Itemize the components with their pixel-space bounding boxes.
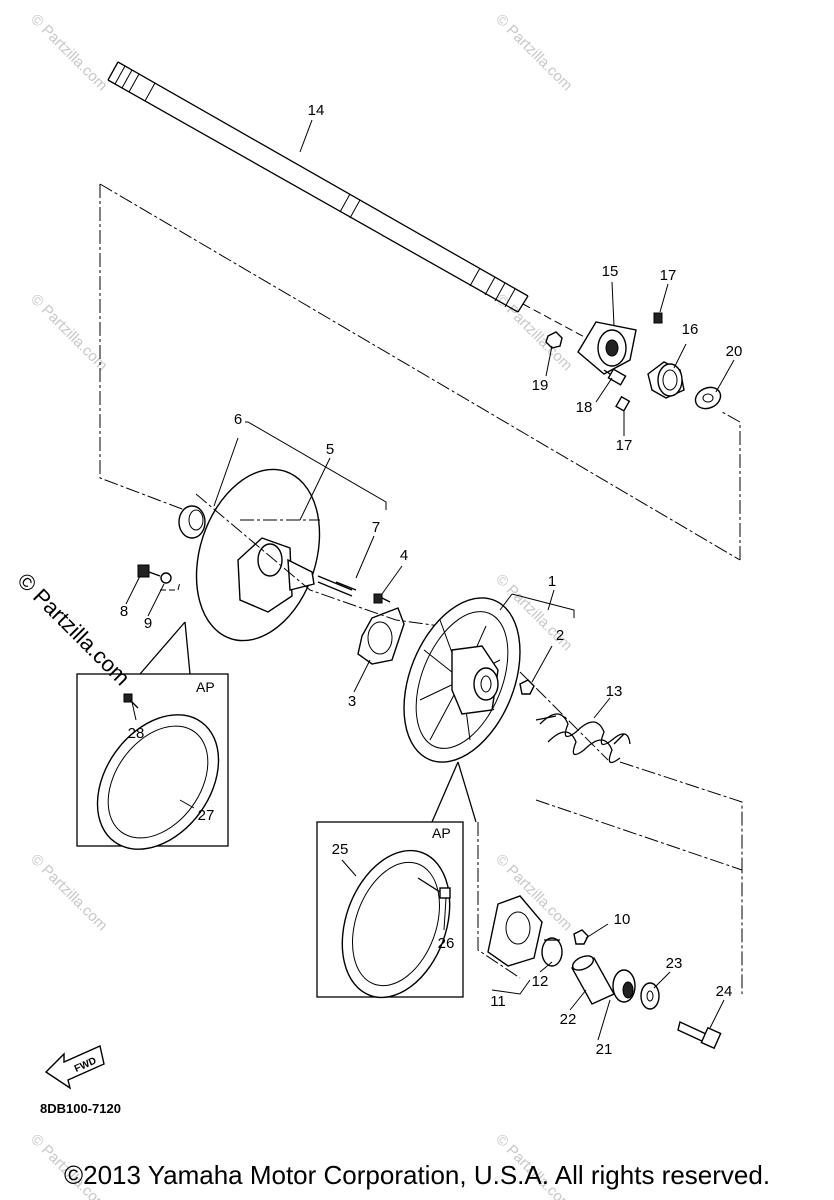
callout-17: 17 — [660, 267, 677, 284]
bolt-part-18 — [603, 368, 627, 386]
callout-2: 2 — [556, 627, 564, 644]
flange-part-15 — [577, 321, 637, 375]
callout-5: 5 — [326, 441, 334, 458]
bolt-part-8 — [137, 564, 161, 578]
screw-part-2 — [519, 679, 535, 695]
callout-24: 24 — [716, 983, 733, 1000]
cap-part-11 — [487, 895, 543, 967]
washer-part-20 — [694, 386, 722, 410]
callout-26: 26 — [438, 935, 455, 952]
washer-part-9 — [160, 572, 172, 584]
callout-28: 28 — [128, 725, 145, 742]
ap-label: AP — [432, 825, 451, 841]
plate-part-3 — [357, 607, 405, 665]
bearing-part-16 — [647, 361, 685, 399]
assembly-line — [519, 671, 609, 761]
nut-part-17-lower — [615, 395, 631, 412]
bolt-part-24 — [677, 1021, 722, 1050]
callout-19: 19 — [532, 377, 549, 394]
watermark: © Partzilla.com — [27, 851, 110, 934]
callout-13: 13 — [606, 683, 623, 700]
shaft-part-14 — [107, 61, 591, 341]
assembly-frame-lower — [477, 822, 521, 979]
ap-box-left: AP — [76, 621, 229, 850]
callout-23: 23 — [666, 955, 683, 972]
assembly-line — [160, 581, 181, 591]
callout-14: 14 — [308, 102, 325, 119]
callout-7: 7 — [372, 519, 380, 536]
callout-10: 10 — [614, 911, 631, 928]
nut-part-10 — [573, 929, 589, 945]
callout-21: 21 — [596, 1041, 613, 1058]
callout-9: 9 — [144, 615, 152, 632]
watermark-large: © Partzilla.com — [12, 568, 135, 691]
fwd-arrow-icon: FWD — [44, 1045, 105, 1090]
callout-15: 15 — [602, 263, 619, 280]
watermark: © Partzilla.com — [27, 291, 110, 374]
callout-12: 12 — [532, 973, 549, 990]
washer-part-23 — [640, 982, 660, 1010]
pin-part-7 — [335, 581, 357, 591]
callout-27: 27 — [198, 807, 215, 824]
callout-16: 16 — [682, 321, 699, 338]
bushing-part-21 — [612, 969, 636, 1003]
callout-8: 8 — [120, 603, 128, 620]
callouts: 14 15 17 16 20 19 18 17 6 5 7 4 8 9 3 1 … — [120, 102, 743, 1058]
watermark: © Partzilla.com — [27, 11, 110, 94]
plate-part-3-hole — [367, 621, 393, 655]
callout-11: 11 — [490, 993, 506, 1010]
assembly-frame-upper — [99, 183, 741, 561]
callout-6: 6 — [234, 411, 242, 428]
collar-part-12 — [541, 937, 563, 967]
spring-part-13 — [535, 713, 631, 764]
callout-20: 20 — [726, 343, 743, 360]
nut-part-19 — [545, 331, 563, 349]
seal-part-6 — [178, 505, 206, 539]
assembly-frame-lower — [535, 799, 743, 994]
watermark: © Partzilla.com — [492, 291, 575, 374]
callout-25: 25 — [332, 841, 349, 858]
leader-lines — [125, 119, 735, 1041]
callout-4: 4 — [400, 547, 408, 564]
callout-17: 17 — [616, 437, 633, 454]
screw-part-4 — [373, 593, 391, 604]
assembly-line — [195, 493, 441, 627]
callout-22: 22 — [560, 1011, 577, 1028]
part-code: 8DB100-7120 — [40, 1101, 121, 1116]
nut-part-17-upper — [653, 312, 663, 324]
watermark: © Partzilla.com — [492, 11, 575, 94]
sheave-part-1 — [403, 597, 521, 763]
copyright-notice: ©2013 Yamaha Motor Corporation, U.S.A. A… — [63, 1160, 771, 1190]
callout-3: 3 — [348, 693, 356, 710]
ap-box-right: AP — [316, 761, 477, 999]
callout-1: 1 — [548, 573, 556, 590]
callout-18: 18 — [576, 399, 593, 416]
ap-label: AP — [196, 679, 215, 695]
assembly-frame-lower — [619, 761, 743, 870]
sheave-part-5 — [195, 468, 353, 642]
sleeve-part-22 — [571, 955, 615, 1005]
